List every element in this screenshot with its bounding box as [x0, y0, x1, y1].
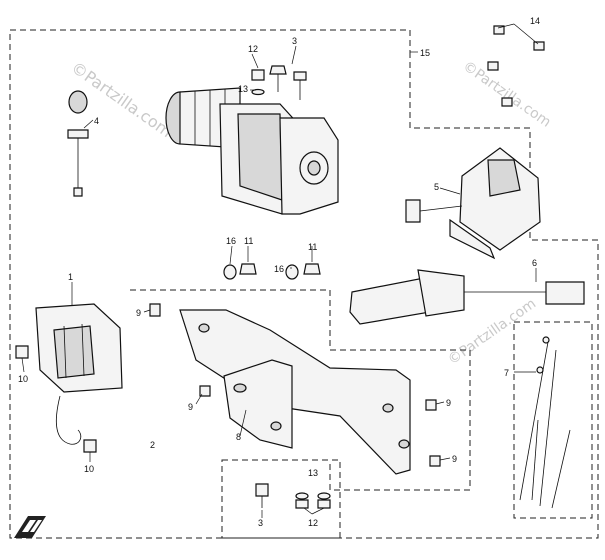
brand-logo-icon	[14, 516, 46, 538]
watermark: ©Partzilla.com	[460, 58, 554, 131]
callout-16: 16	[274, 264, 284, 274]
callout-3: 3	[258, 518, 263, 528]
callouts: 1 2 3 3 4 5 6 7 8 9 9 9 9 10 10 11 11 12…	[18, 16, 540, 528]
screws-part-14	[487, 25, 545, 107]
group-frame-winch	[9, 29, 599, 539]
callout-9: 9	[136, 308, 141, 318]
mount-plate-part-8	[179, 309, 411, 475]
leader-lines	[21, 23, 539, 518]
bolt-top-3	[251, 65, 307, 100]
callout-1: 1	[68, 272, 73, 282]
control-part-6	[349, 269, 585, 325]
group-frame-bracket	[130, 289, 471, 491]
callout-8: 8	[236, 432, 241, 442]
callout-12: 12	[308, 518, 318, 528]
callout-6: 6	[532, 258, 537, 268]
callout-13: 13	[238, 84, 248, 94]
group-frame-hardware	[221, 459, 341, 539]
fairlead-part-1	[35, 303, 123, 445]
cables-part-7	[519, 336, 571, 509]
callout-13: 13	[308, 468, 318, 478]
callout-12: 12	[248, 44, 258, 54]
callout-14: 14	[530, 16, 540, 26]
hardware-small	[15, 263, 441, 509]
callout-9: 9	[188, 402, 193, 412]
callout-4: 4	[94, 116, 99, 126]
callout-9: 9	[446, 398, 451, 408]
callout-10: 10	[84, 464, 94, 474]
callout-10: 10	[18, 374, 28, 384]
callout-9: 9	[452, 454, 457, 464]
callout-7: 7	[504, 368, 509, 378]
callout-3: 3	[292, 36, 297, 46]
contactor-part-5	[405, 147, 541, 260]
group-frame-cables	[513, 321, 593, 519]
callout-11: 11	[244, 236, 253, 246]
switch-part-4	[67, 90, 89, 197]
callout-2: 2	[150, 440, 155, 450]
callout-15: 15	[420, 48, 430, 58]
callout-16: 16	[226, 236, 236, 246]
callout-11: 11	[308, 242, 317, 252]
winch-assembly	[165, 87, 339, 215]
callout-5: 5	[434, 182, 439, 192]
